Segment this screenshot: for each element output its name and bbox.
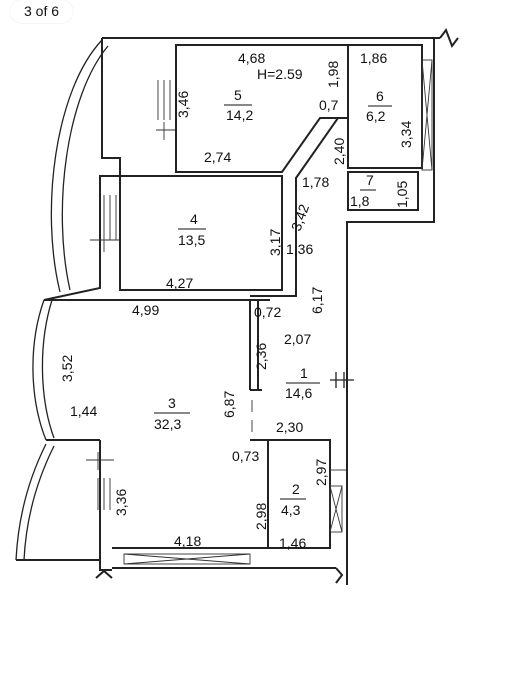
loggia-middle-arc <box>32 299 47 441</box>
ceiling-height-label: H=2.59 <box>257 66 303 82</box>
room-5-area: 14,2 <box>226 107 253 123</box>
dim-1-86: 1,86 <box>360 50 387 66</box>
loggia-upper-arc <box>50 39 103 293</box>
dim-3-36: 3,36 <box>113 489 129 516</box>
dim-4-18: 4,18 <box>174 533 201 549</box>
wall-stub-072 <box>250 299 270 391</box>
dim-1-36: 1,36 <box>286 241 313 257</box>
room-4-walls <box>119 175 283 291</box>
room-1-area: 14,6 <box>285 385 312 401</box>
loggia-lower-arc <box>15 443 47 561</box>
dim-1-78: 1,78 <box>302 174 329 190</box>
room-2-area: 4,3 <box>281 502 301 518</box>
page-counter-badge: 3 of 6 <box>10 0 74 23</box>
corridor-diagonal <box>250 117 340 297</box>
dim-3-46: 3,46 <box>175 91 191 118</box>
dim-0-72: 0,72 <box>254 304 281 320</box>
dim-1-44: 1,44 <box>70 403 97 419</box>
dim-2-98: 2,98 <box>253 503 269 530</box>
wall-left-lower <box>99 440 112 571</box>
window-right <box>421 59 433 171</box>
room-2-number: 2 <box>292 481 300 497</box>
room-7-walls <box>347 171 419 211</box>
window-room-2 <box>329 485 343 533</box>
dim-2-74: 2,74 <box>204 149 231 165</box>
dim-6-17: 6,17 <box>309 287 325 314</box>
room-4-number: 4 <box>190 211 198 227</box>
dim-0-73: 0,73 <box>232 448 259 464</box>
dim-0-7: 0,7 <box>319 97 339 113</box>
dim-3-34: 3,34 <box>398 121 414 148</box>
dim-1-98: 1,98 <box>325 61 341 88</box>
dim-3-42: 3,42 <box>288 202 312 233</box>
room-4-area: 13,5 <box>178 232 205 248</box>
room-7-area: 1,8 <box>350 193 370 209</box>
window-marks-left <box>86 80 176 510</box>
dim-2-40: 2,40 <box>331 138 347 165</box>
entrance-door <box>330 372 354 388</box>
room-3-number: 3 <box>168 395 176 411</box>
dim-4-68: 4,68 <box>238 50 265 66</box>
room-6-area: 6,2 <box>366 108 386 124</box>
room-5-number: 5 <box>234 87 242 103</box>
dim-3-17: 3,17 <box>267 229 283 256</box>
loggia-middle-arc-inner <box>41 299 55 439</box>
wall-left-upper <box>43 38 121 301</box>
dim-2-07: 2,07 <box>284 331 311 347</box>
window-bottom <box>123 553 251 565</box>
loggia-lower-arc-inner <box>23 445 55 561</box>
dim-1-46: 1,46 <box>279 535 306 551</box>
dim-1-05: 1,05 <box>394 181 410 208</box>
dim-6-87: 6,87 <box>221 391 237 418</box>
dim-2-30: 2,30 <box>276 419 303 435</box>
room-3-area: 32,3 <box>154 416 181 432</box>
room-1-number: 1 <box>300 365 308 381</box>
loggia-edges <box>16 299 100 561</box>
loggia-upper-arc-inner <box>61 45 109 291</box>
dim-4-99: 4,99 <box>132 302 159 318</box>
dim-3-52: 3,52 <box>59 355 75 382</box>
dim-4-27: 4,27 <box>166 275 193 291</box>
dim-2-36: 2,36 <box>253 343 269 370</box>
dim-2-97: 2,97 <box>313 459 329 486</box>
wall-right <box>346 38 435 585</box>
wall-top <box>102 27 459 49</box>
room-6-number: 6 <box>376 88 384 104</box>
wall-bottom <box>95 567 344 584</box>
room-7-number: 7 <box>366 172 374 188</box>
